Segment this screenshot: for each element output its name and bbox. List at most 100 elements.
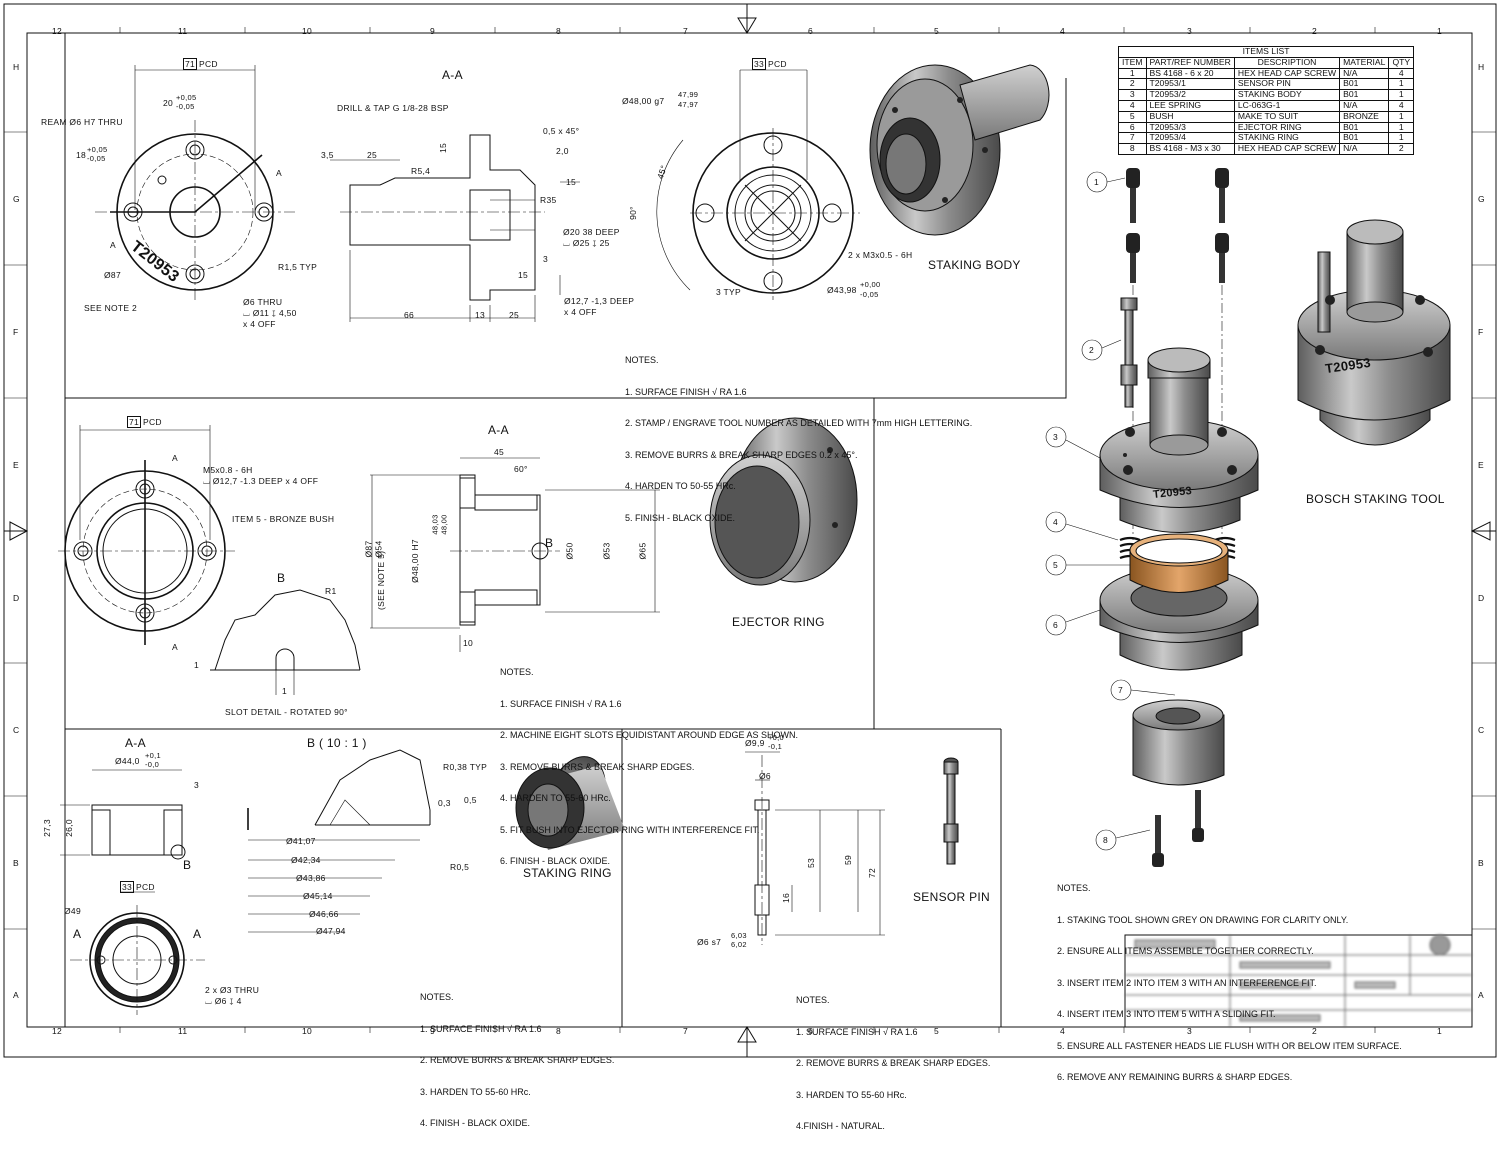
table-cell: T20953/1 (1145, 78, 1235, 91)
note-line: NOTES. (500, 667, 534, 677)
note-line: 3. HARDEN TO 55-60 HRc. (796, 1089, 907, 1100)
table-cell: T20953/4 (1145, 132, 1235, 145)
centering-marks (4, 4, 1496, 1057)
dim-label: 72 (867, 867, 878, 879)
dim-label: R1,5 TYP (278, 262, 318, 272)
row-label-a-right: A (1478, 990, 1484, 1000)
items-list-title: ITEMS LIST (1117, 46, 1415, 58)
dim-label: Ø87 (363, 540, 374, 558)
col-label-10-bottom: 10 (302, 1026, 313, 1036)
col-label-3: 3 (1187, 26, 1193, 36)
note-line: 2. REMOVE BURRS & BREAK SHARP EDGES. (796, 1058, 991, 1068)
table-cell: SENSOR PIN (1233, 78, 1341, 91)
surface-finish-symbol: √ (880, 1026, 891, 1037)
dim-label: 6,02 (731, 940, 747, 949)
note-line: 4. FINISH - BLACK OXIDE. (420, 1118, 531, 1128)
dim-label: A (110, 240, 116, 250)
note-line: 5. FINISH - BLACK OXIDE. (625, 512, 736, 523)
dim-label: PCD (768, 59, 787, 69)
staking-ring-3d (515, 756, 625, 850)
dim-label: A (172, 453, 178, 463)
col-label-12-bottom: 12 (52, 1026, 63, 1036)
col-label-12: 12 (52, 26, 63, 36)
dim-label: 71 (183, 58, 198, 70)
dim-label: 20 (163, 98, 174, 108)
row-label-f: F (13, 327, 19, 337)
surface-finish-symbol: √ (504, 1023, 515, 1034)
section-label: A-A (442, 68, 463, 82)
table-cell: N/A (1339, 99, 1390, 112)
note-line: 2. MACHINE EIGHT SLOTS EQUIDISTANT AROUN… (500, 730, 799, 740)
col-label-8: 8 (556, 26, 562, 36)
note-line: 4. HARDEN TO 50-55 HRc. (625, 481, 736, 491)
col-label-10: 10 (302, 26, 313, 36)
view-title: EJECTOR RING (732, 615, 825, 629)
note-line: 5. ENSURE ALL FASTENER HEADS LIE FLUSH W… (1057, 1040, 1402, 1051)
staking-body-end-view (656, 69, 860, 300)
dim-label: Ø50 (564, 542, 575, 560)
table-cell: 5 (1118, 110, 1147, 123)
table-cell: T20953/3 (1145, 121, 1235, 134)
col-label-9-bottom: 9 (430, 1026, 436, 1036)
dim-label: Ø6 (759, 771, 771, 781)
dim-label: 0,5 x 45° (543, 126, 580, 136)
row-label-g: G (13, 194, 20, 204)
dim-label: +0,00 (860, 280, 881, 289)
dim-label: Ø41,07 (286, 836, 316, 846)
staking-body-item (1099, 347, 1259, 533)
dim-label: Ø6 s7 (697, 937, 722, 947)
table-cell: BRONZE (1339, 110, 1390, 123)
bronze-bush-item (1129, 533, 1229, 593)
dim-label: -0,05 (87, 154, 106, 163)
dim-label: PCD (143, 417, 162, 427)
dim-label: Ø20 38 DEEP (563, 227, 620, 237)
cap-screw-1b (1215, 168, 1229, 223)
dim-label: Ø43,98 (827, 285, 857, 295)
table-cell: 4 (1388, 99, 1415, 112)
col-label-2-bottom: 2 (1312, 1026, 1318, 1036)
cap-screw-1c (1126, 233, 1140, 283)
row-label-d-right: D (1478, 593, 1485, 603)
table-cell: B01 (1339, 78, 1390, 91)
note-line: 1. STAKING TOOL SHOWN GREY ON DRAWING FO… (1057, 914, 1349, 925)
items-list-table: ITEMS LIST ITEM PART/REF NUMBER DESCRIPT… (1117, 46, 1415, 155)
table-cell: 4 (1388, 67, 1415, 80)
note-text: 1. SURFACE FINISH (796, 1026, 881, 1037)
dim-label: DRILL & TAP G 1/8-28 BSP (337, 103, 449, 113)
note-line: 4. INSERT ITEM 3 INTO ITEM 5 WITH A SLID… (1057, 1009, 1276, 1019)
note-line: 1. SURFACE FINISH √ RA 1.6 (500, 699, 798, 710)
table-cell: N/A (1339, 143, 1390, 155)
note-line: NOTES. (625, 355, 659, 365)
dim-label: Ø47,94 (316, 926, 346, 936)
dim-label: 15 (438, 142, 449, 154)
note-line: 2. ENSURE ALL ITEMS ASSEMBLE TOGETHER CO… (1057, 946, 1314, 956)
dim-label: -0,05 (860, 290, 879, 299)
row-label-f-right: F (1478, 327, 1484, 337)
view-title: SENSOR PIN (913, 890, 991, 904)
staking-ring-plan-view (70, 891, 205, 1015)
dim-label: ⌴ Ø6 ↧ 4 (205, 996, 242, 1006)
note-line: 1. SURFACE FINISH √ RA 1.6 (796, 1027, 990, 1038)
balloon-2 (1081, 339, 1103, 361)
dim-label: ⌴ Ø11 ↧ 4,50 (243, 308, 297, 318)
note-line: NOTES. (420, 992, 454, 1002)
note-line: 1. SURFACE FINISH √ RA 1.6 (420, 1024, 614, 1035)
balloon-label-5: 5 (1053, 560, 1059, 570)
dim-label: Ø9,9 (745, 738, 765, 748)
table-cell: 1 (1388, 78, 1415, 91)
view-frames (64, 33, 1067, 1027)
dim-label: +0,05 (176, 93, 197, 102)
balloon-label-3: 3 (1053, 432, 1059, 442)
balloon-label-2: 2 (1089, 345, 1095, 355)
dim-label: SEE NOTE 2 (84, 303, 138, 313)
section-label: A-A (488, 423, 509, 437)
dim-label: ⌴ Ø12,7 -1.3 DEEP x 4 OFF (203, 476, 319, 486)
dim-label: Ø42,34 (291, 855, 321, 865)
ejector-ring-section (370, 457, 660, 652)
table-cell: B01 (1339, 121, 1390, 134)
dim-label: Ø53 (601, 542, 612, 560)
dim-label: 71 (127, 416, 142, 428)
dim-label: -0,1 (768, 742, 783, 751)
dim-label: R5,4 (411, 166, 431, 176)
